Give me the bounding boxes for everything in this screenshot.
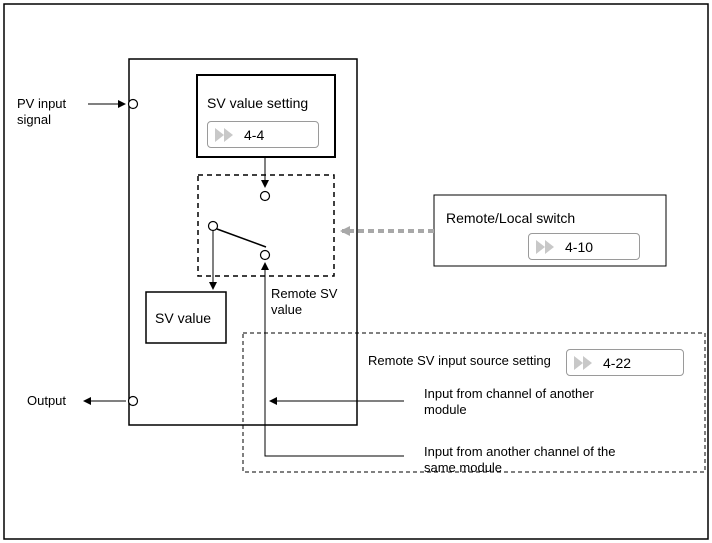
double-arrow-icon [215,127,233,142]
remote-source-title: Remote SV input source setting [368,353,551,368]
same-module-label: Input from another channel of the same m… [424,444,616,475]
double-arrow-icon [536,239,554,254]
remote-source-ref[interactable]: 4-22 [566,349,684,376]
switch-box [197,174,335,277]
double-arrow-icon [574,355,592,370]
sv-value-box [145,291,227,344]
sv-value-label: SV value [155,310,212,326]
output-label: Output [27,393,67,408]
same-module-arrow [261,262,404,457]
remote-local-title: Remote/Local switch [446,210,576,226]
remote-terminal [259,249,271,261]
remote-local-ref-number: 4-10 [565,238,594,255]
outer-frame [3,3,709,540]
other-module-label: Input from channel of another module [424,386,594,417]
remote-source-ref-number: 4-22 [603,354,632,371]
pv-input-label: PV input signal [17,96,67,127]
remote-source-box [242,332,706,473]
switch-pivot [207,220,219,232]
pv-input-terminal [127,98,139,110]
remote-sv-label: Remote SV value [271,286,338,317]
output-terminal [127,395,139,407]
switch-lever [216,228,267,248]
local-terminal [259,190,271,202]
remote-local-ref[interactable]: 4-10 [528,233,640,260]
sv-setting-ref-number: 4-4 [244,126,265,143]
sv-setting-ref[interactable]: 4-4 [207,121,319,148]
sv-setting-title: SV value setting [207,95,309,111]
